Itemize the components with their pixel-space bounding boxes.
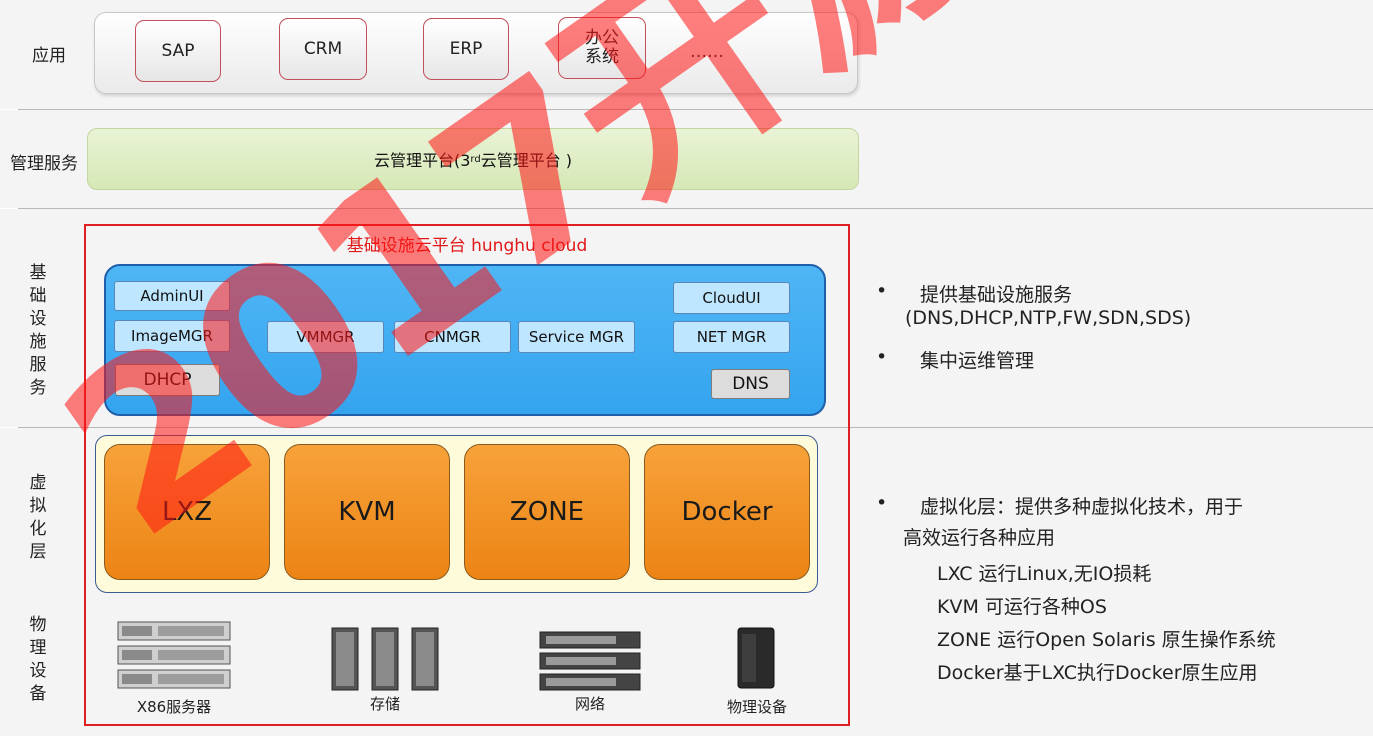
mgmt-prefix: 云管理平台(3 <box>373 151 471 170</box>
row-label-mgmt: 管理服务 <box>10 154 78 174</box>
app-box-office-label: 办公系统 <box>585 28 619 67</box>
physical-label-device: 物理设备 <box>726 698 787 716</box>
row-label-char: 理 <box>29 638 47 658</box>
infrastructure-frame <box>84 224 850 726</box>
virt-box-docker: Docker <box>644 444 810 580</box>
row-label-char: 设 <box>29 309 47 329</box>
network-switch-icon <box>539 631 641 691</box>
dns-box: DNS <box>711 369 790 399</box>
storage-icon <box>331 627 439 691</box>
adminui-box: AdminUI <box>114 281 230 311</box>
divider <box>18 427 1373 428</box>
row-label-char: 层 <box>29 542 47 562</box>
virt-box-zone: ZONE <box>464 444 630 580</box>
app-box-crm: CRM <box>279 18 367 80</box>
app-ellipsis: …… <box>690 42 724 62</box>
mgmt-suffix: 云管理平台 ) <box>480 151 573 170</box>
cloudui-box: CloudUI <box>673 282 790 314</box>
row-label-char: 施 <box>29 332 47 352</box>
divider <box>18 208 1373 209</box>
virt-box-kvm: KVM <box>284 444 450 580</box>
detail-kvm: KVM 可运行各种OS <box>937 596 1107 618</box>
physical-label-storage: 存储 <box>369 695 400 713</box>
row-label-virt: 虚 拟 化 层 <box>27 472 49 564</box>
row-label-char: 化 <box>29 519 47 539</box>
row-label-app: 应用 <box>32 46 66 66</box>
app-box-office: 办公系统 <box>558 17 646 79</box>
divider <box>18 109 1373 110</box>
bullet-virtualization: 虚拟化层：提供多种虚拟化技术，用于 <box>920 496 1244 518</box>
row-label-phys: 物 理 设 备 <box>27 614 49 706</box>
tower-device-icon <box>737 627 775 689</box>
vmmgr-box: VMMGR <box>267 321 384 353</box>
service-mgr-box: Service MGR <box>518 321 635 353</box>
physical-label-server: X86服务器 <box>136 698 212 716</box>
row-label-char: 物 <box>29 615 47 635</box>
row-label-char: 务 <box>29 378 47 398</box>
bullet-marker: • <box>876 280 888 302</box>
detail-zone: ZONE 运行Open Solaris 原生操作系统 <box>937 629 1276 651</box>
row-label-char: 基 <box>29 263 47 283</box>
mgmt-sup: rd <box>470 153 481 165</box>
bullet-infra-services-detail: (DNS,DHCP,NTP,FW,SDN,SDS) <box>905 307 1192 329</box>
server-icon <box>117 621 231 689</box>
cnmgr-box: CNMGR <box>394 321 511 353</box>
dhcp-box: DHCP <box>115 364 220 396</box>
app-box-erp: ERP <box>423 18 509 80</box>
row-label-char: 服 <box>29 355 47 375</box>
row-label-char: 设 <box>29 661 47 681</box>
net-mgr-box: NET MGR <box>673 321 790 353</box>
row-label-char: 备 <box>29 684 47 704</box>
row-label-char: 础 <box>29 286 47 306</box>
row-label-infra: 基 础 设 施 服 务 <box>27 262 49 400</box>
cloud-platform-title: 基础设施云平台 hunghu cloud <box>346 236 588 256</box>
detail-docker: Docker基于LXC执行Docker原生应用 <box>937 662 1258 684</box>
virt-box-lxz: LXZ <box>104 444 270 580</box>
bullet-infra-services: 提供基础设施服务 <box>920 284 1073 306</box>
bullet-marker: • <box>876 346 888 368</box>
detail-lxc: LXC 运行Linux,无IO损耗 <box>937 563 1152 585</box>
app-box-sap: SAP <box>135 20 221 82</box>
physical-label-network: 网络 <box>574 695 605 713</box>
bullet-virtualization-cont: 高效运行各种应用 <box>903 527 1056 549</box>
row-label-char: 拟 <box>29 496 47 516</box>
bullet-marker: • <box>876 492 888 514</box>
row-label-char: 虚 <box>29 473 47 493</box>
bullet-ops-management: 集中运维管理 <box>920 350 1035 372</box>
imagemgr-box: ImageMGR <box>114 320 230 352</box>
